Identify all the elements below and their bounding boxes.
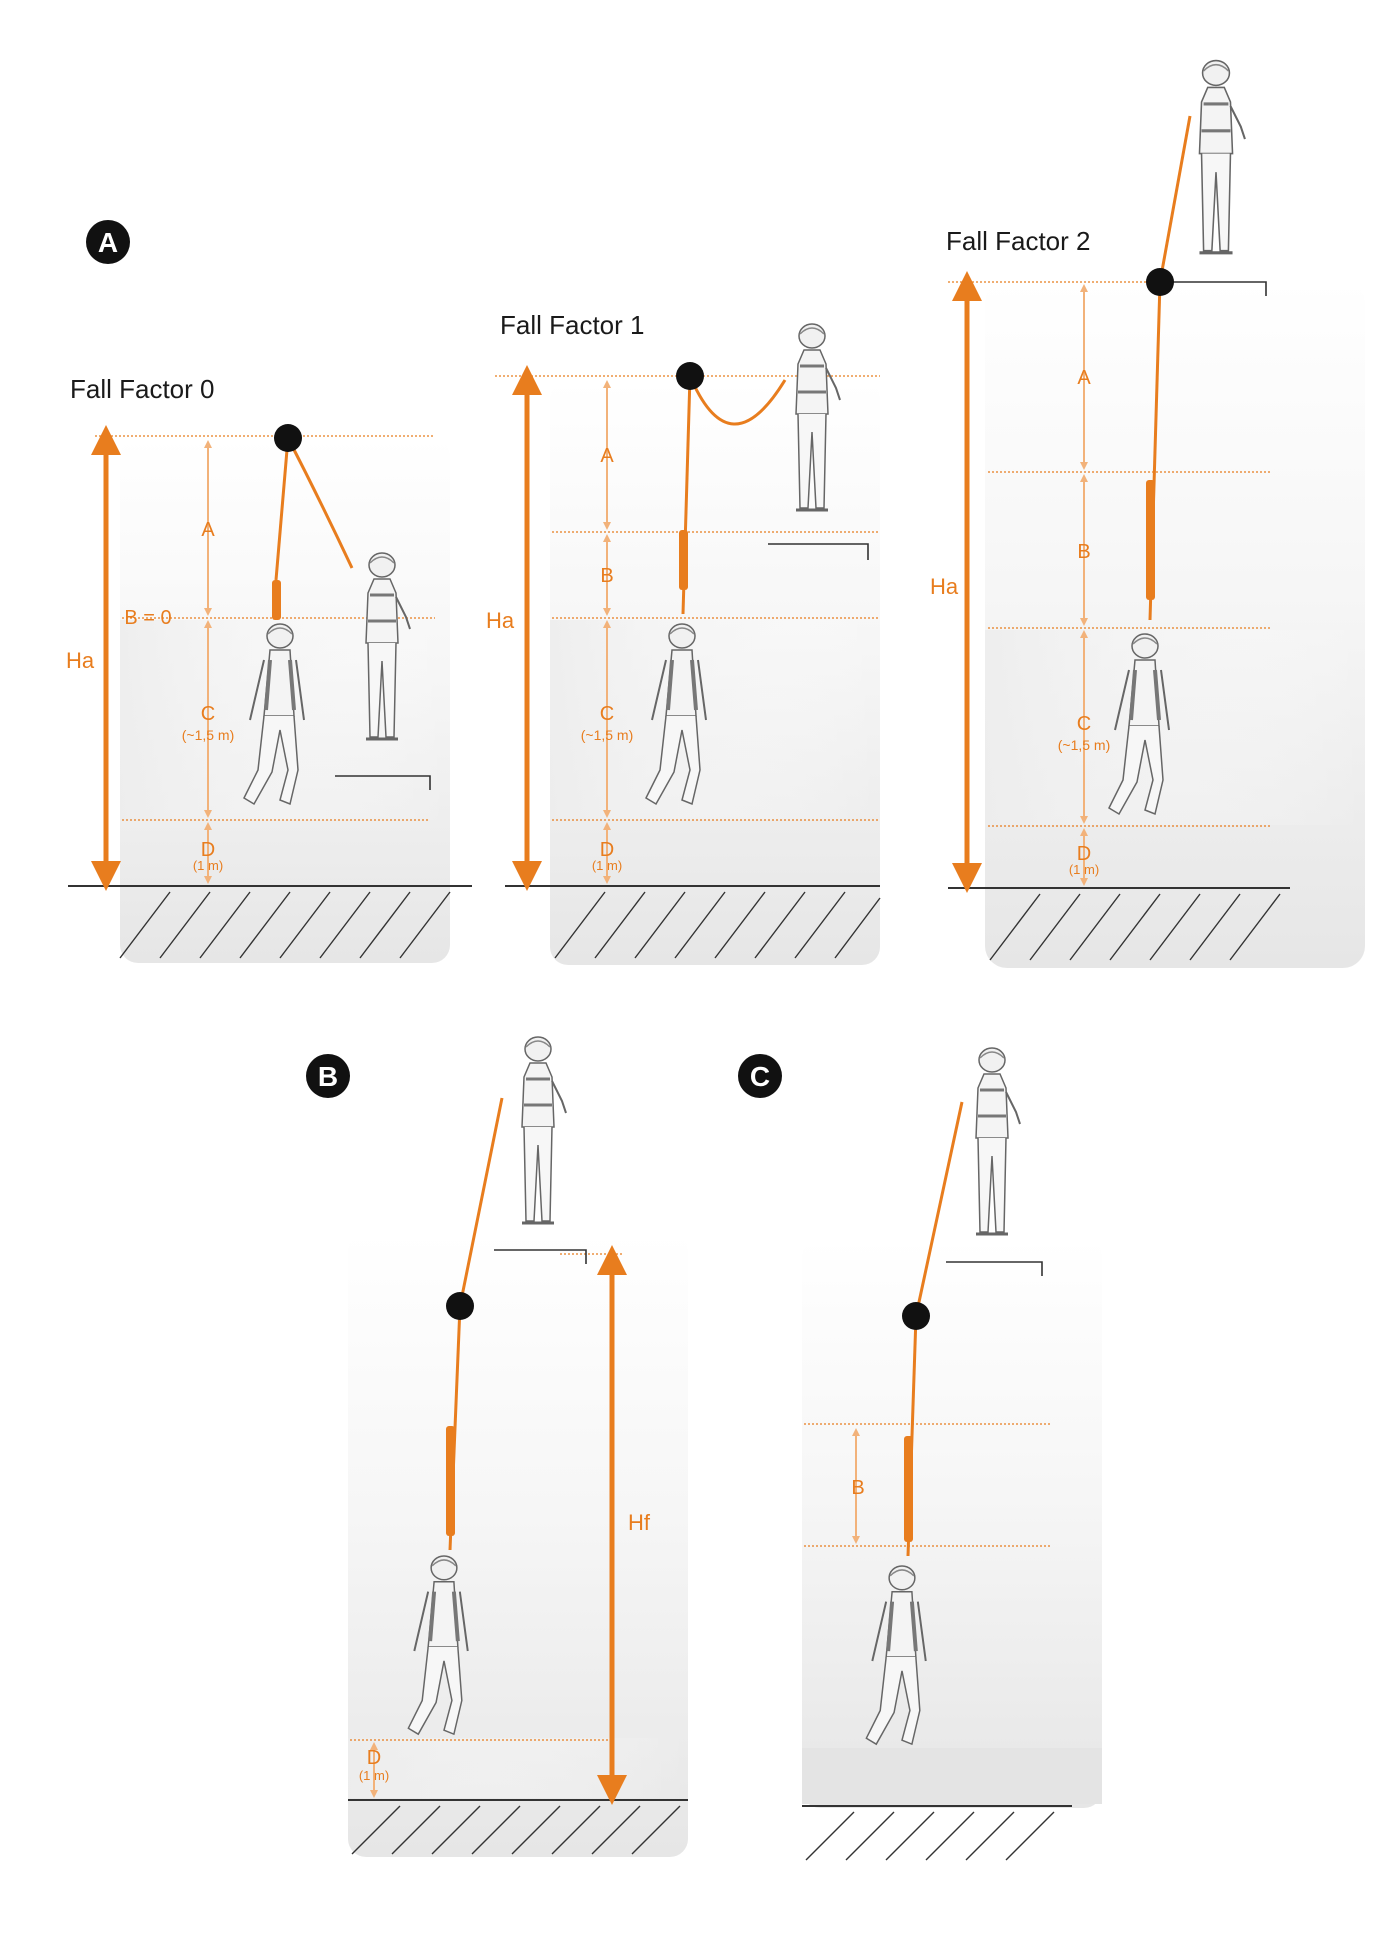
- c-anchor-point: [902, 1302, 930, 1330]
- b-d-note: (1 m): [359, 1768, 389, 1783]
- ff2-ground-hatch: [989, 893, 1281, 961]
- badge-b: B: [306, 1054, 350, 1098]
- ff2-ha-label: Ha: [930, 574, 959, 599]
- ff1-c-label: C: [600, 703, 614, 725]
- panel-fall-factor-1: Fall Factor 1 Ha A B C (~1,5 m) D (1 m): [486, 310, 881, 965]
- ff0-d-note: (1 m): [193, 858, 223, 873]
- badge-a: A: [86, 220, 130, 264]
- ff0-c-note: (~1,5 m): [182, 727, 235, 743]
- ff0-title: Fall Factor 0: [70, 374, 215, 404]
- ff2-standing-climber: [1197, 58, 1247, 255]
- ff2-b-label: B: [1077, 541, 1090, 563]
- ff2-d-label: D: [1077, 843, 1091, 865]
- b-standing-climber: [520, 1035, 568, 1225]
- ff2-anchor-point: [1146, 268, 1174, 296]
- ff1-d-label: D: [600, 839, 614, 861]
- c-b-label: B: [851, 1477, 864, 1499]
- ff0-anchor-point: [274, 424, 302, 452]
- ff1-c-note: (~1,5 m): [581, 727, 634, 743]
- b-anchor-point: [446, 1292, 474, 1320]
- ff0-b-label: B = 0: [124, 607, 171, 629]
- ff0-a-label: A: [201, 519, 215, 541]
- panel-fall-factor-2: Fall Factor 2 Ha A B C (~1,5 m) D (1 m): [930, 58, 1365, 968]
- ff1-b-label: B: [600, 565, 613, 587]
- ff0-ha-label: Ha: [66, 648, 95, 673]
- badge-c-label: C: [750, 1061, 770, 1092]
- ff1-ha-label: Ha: [486, 608, 515, 633]
- ff1-a-label: A: [600, 445, 614, 467]
- ff1-anchor-point: [676, 362, 704, 390]
- badge-c: C: [738, 1054, 782, 1098]
- b-d-label: D: [367, 1747, 381, 1769]
- panel-fall-factor-0: Fall Factor 0 Ha A B = 0 C (~1,5 m) D (1…: [66, 374, 472, 963]
- ff0-ground-hatch: [119, 891, 451, 959]
- ff1-ground-hatch: [554, 891, 881, 959]
- ff2-c-label: C: [1077, 713, 1091, 735]
- ff0-d-label: D: [201, 839, 215, 861]
- panel-b: Hf D (1 m): [348, 1035, 688, 1857]
- ff2-title: Fall Factor 2: [946, 226, 1091, 256]
- ff1-d-note: (1 m): [592, 858, 622, 873]
- b-ground-hatch: [351, 1805, 681, 1855]
- c-ground-hatch: [805, 1811, 1055, 1861]
- badge-b-label: B: [318, 1061, 338, 1092]
- ff1-title: Fall Factor 1: [500, 310, 645, 340]
- panel-c: B: [802, 1046, 1102, 1861]
- badge-a-label: A: [98, 227, 118, 258]
- ff2-d-note: (1 m): [1069, 862, 1099, 877]
- b-hf-label: Hf: [628, 1510, 651, 1535]
- c-standing-climber: [974, 1046, 1022, 1236]
- ff0-c-label: C: [201, 703, 215, 725]
- ff2-c-note: (~1,5 m): [1058, 737, 1111, 753]
- ff2-a-label: A: [1077, 367, 1091, 389]
